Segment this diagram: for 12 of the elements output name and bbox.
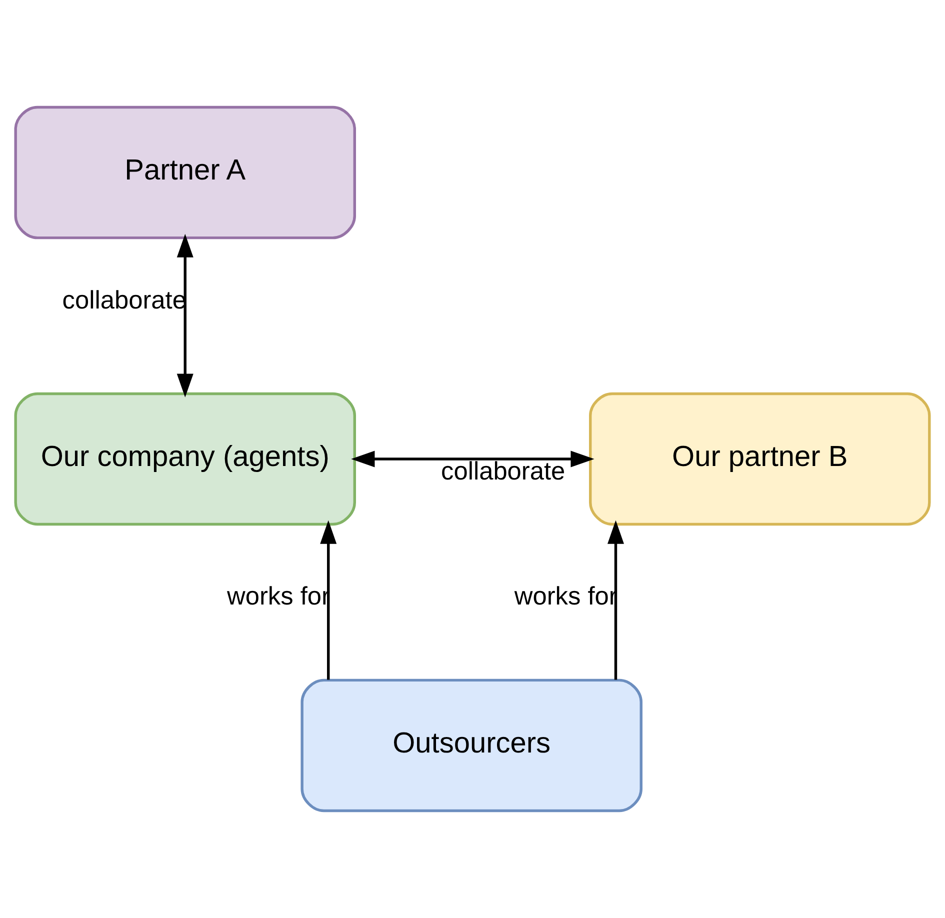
arrow: [320, 520, 337, 680]
edge-label: works for: [227, 582, 330, 610]
edge-label: works for: [514, 582, 618, 610]
arrow: [607, 520, 624, 680]
edge-label: collaborate: [62, 286, 186, 315]
node-box: Our partner B: [589, 392, 931, 526]
node-box: Partner A: [14, 106, 356, 240]
arrow: [351, 450, 594, 468]
node-box: Outsourcers: [300, 678, 642, 812]
edge-label: collaborate: [441, 457, 566, 486]
arrow: [176, 234, 194, 398]
node-box: Our company (agents): [14, 392, 356, 526]
